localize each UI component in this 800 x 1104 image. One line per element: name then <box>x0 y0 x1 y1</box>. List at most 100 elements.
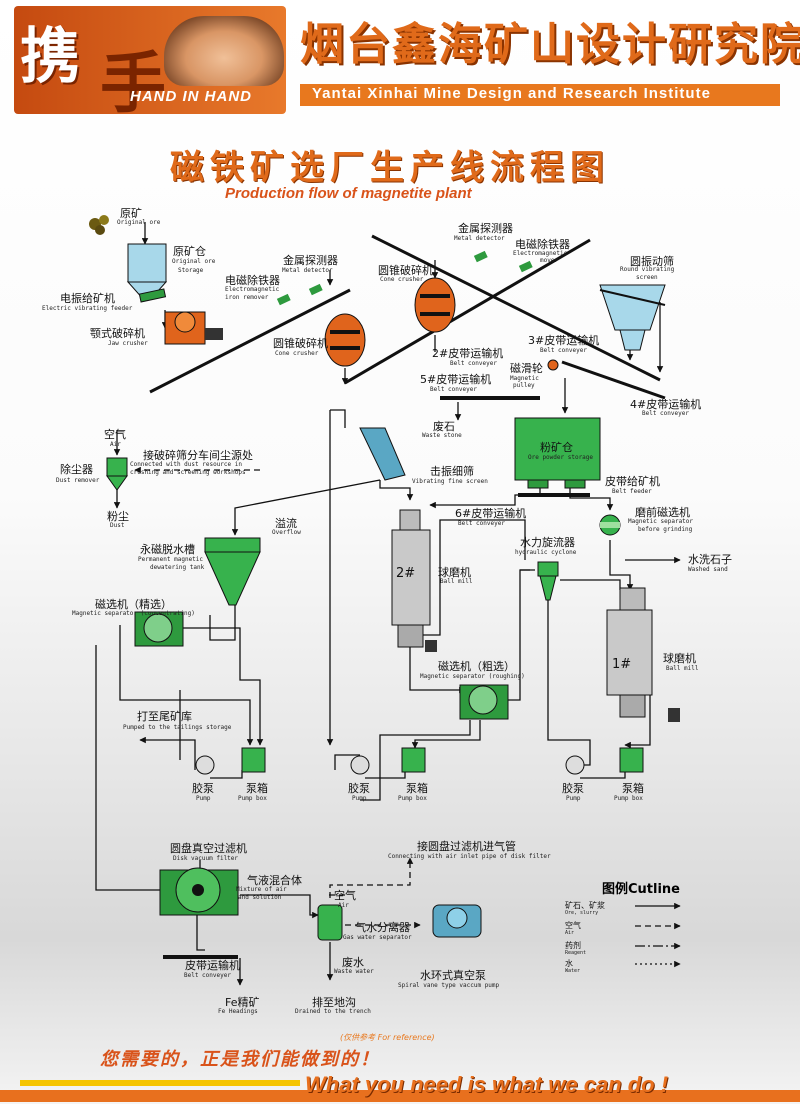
label-metal-det-1-en: Metal detector <box>282 267 333 274</box>
label-jaw: 颚式破碎机 <box>90 327 145 340</box>
label-air-inlet: 接圆盘过滤机进气管 <box>417 840 516 853</box>
label-dust-remover-en: Dust remover <box>56 477 100 484</box>
label-mill-1: 球磨机 <box>663 652 696 665</box>
label-pump-a-en: Pump <box>196 795 211 802</box>
label-cyclone: 水力旋流器 <box>520 536 575 549</box>
logo-char-2: 手 <box>100 44 166 122</box>
vacuum-pump <box>432 904 482 938</box>
label-belt-3: 3#皮带运输机 <box>528 334 600 347</box>
label-fe-conc-en: Fe Headings <box>218 1008 258 1015</box>
pre-grinding-separator <box>599 514 621 536</box>
label-mixture: 气液混合体 <box>247 874 302 887</box>
dewatering-tank <box>204 537 261 606</box>
label-belt-6: 6#皮带运输机 <box>455 507 527 520</box>
label-pumpbox-a-en: Pump box <box>238 795 267 802</box>
label-dust-conn-en2: crushing and screening workshops <box>130 469 246 476</box>
label-mill-1-en: Ball mill <box>666 665 699 672</box>
slogan-cn: 您需要的，正是我们能做到的！ <box>100 1049 380 1070</box>
label-waste-water-en: Waste water <box>334 968 374 975</box>
label-drain: 排至地沟 <box>312 996 356 1009</box>
handshake-image <box>164 16 284 86</box>
label-pumpbox-c-en: Pump box <box>614 795 643 802</box>
vibrating-feeder <box>138 288 167 303</box>
jaw-crusher <box>164 311 223 345</box>
label-disk-filter-en: Disk vacuum filter <box>173 855 239 862</box>
pump-box-a <box>241 747 266 773</box>
legend-item-ore: 矿石、矿浆 <box>565 901 605 910</box>
label-belt-2: 2#皮带运输机 <box>432 347 504 360</box>
ore-powder-bin <box>514 417 601 489</box>
label-jaw-en: Jaw crusher <box>108 340 148 347</box>
metal-detector-2 <box>473 250 488 263</box>
label-dust-en: Dust <box>110 522 125 529</box>
label-belt-3-en: Belt conveyer <box>540 347 587 354</box>
label-powder-bin: 粉矿仓 <box>540 441 573 454</box>
label-tailings-en: Pumped to the tailings storage <box>123 724 232 731</box>
label-metal-det-1: 金属探测器 <box>283 254 338 267</box>
label-belt-feeder: 皮带给矿机 <box>605 475 660 488</box>
magnetic-pulley <box>547 359 559 371</box>
label-mill-1-num: 1# <box>612 657 632 672</box>
label-cone-2-en: Cone crusher <box>380 276 424 283</box>
pump-box-b <box>401 747 426 773</box>
legend-item-air-en: Air <box>565 930 575 936</box>
logo-text: HAND IN HAND <box>130 88 252 105</box>
label-pulley-en1: Magnetic <box>510 375 539 382</box>
raw-ore-bin <box>126 243 168 301</box>
label-em-remover-2: 电磁除铁器 <box>515 238 570 251</box>
label-air-1-en: Air <box>110 441 121 448</box>
pump-c <box>565 755 585 775</box>
em-remover-1 <box>276 293 291 306</box>
legend-item-reagent-en: Reagent <box>565 950 587 956</box>
label-round-screen-en1: Round vibrating <box>620 266 675 273</box>
gas-water-separator <box>317 904 343 941</box>
vibrating-fine-screen <box>359 427 406 481</box>
label-vib-feeder-en: Electric vibrating feeder <box>42 305 133 312</box>
legend-title: 图例Cutline <box>602 882 680 897</box>
label-cyclone-en: hydraulic cyclone <box>515 549 577 556</box>
company-name-bar <box>300 84 780 106</box>
label-washed-sand-en: Washed sand <box>688 566 728 573</box>
company-name-en: Yantai Xinhai Mine Design and Research I… <box>312 85 711 102</box>
page-title: 磁铁矿选厂生产线流程图 <box>170 148 610 188</box>
label-vib-feeder: 电振给矿机 <box>60 292 115 305</box>
label-fine-screen-en: Vibrating fine screen <box>412 478 488 485</box>
label-gw-sep-en: Gas water separator <box>343 934 412 941</box>
label-pump-c-en: Pump <box>566 795 581 802</box>
label-belt-final-en: Belt conveyer <box>184 972 231 979</box>
label-belt-4: 4#皮带运输机 <box>630 398 702 411</box>
label-drain-en: Drained to the trench <box>295 1008 371 1015</box>
label-dust-conn: 接破碎筛分车间尘源处 <box>143 449 253 462</box>
label-pump-b-en: Pump <box>352 795 367 802</box>
label-mag-conc: 磁选机（精选） <box>95 598 172 611</box>
label-waste-stone-en: Waste stone <box>422 432 462 439</box>
label-cone-1-en: Cone crusher <box>275 350 319 357</box>
label-raw-bin-en1: Original ore <box>172 258 216 265</box>
label-pumpbox-b-en: Pump box <box>398 795 427 802</box>
label-cone-2: 圆锥破碎机 <box>378 264 433 277</box>
hydraulic-cyclone <box>537 561 559 601</box>
label-pump-a: 胶泵 <box>192 782 214 795</box>
cone-crusher-1 <box>324 313 366 367</box>
label-belt-4-en: Belt conveyer <box>642 410 689 417</box>
raw-ore-pile <box>89 215 109 235</box>
label-belt-final: 皮带运输机 <box>185 959 240 972</box>
label-round-screen: 圆振动筛 <box>630 255 674 268</box>
label-pumpbox-b: 泵箱 <box>406 782 428 795</box>
round-vibrating-screen <box>599 284 666 351</box>
label-overflow-en: Overflow <box>272 529 301 536</box>
label-overflow: 溢流 <box>275 517 297 530</box>
pump-b <box>350 755 370 775</box>
label-dewater-tank-en2: dewatering tank <box>150 564 205 571</box>
label-dust: 粉尘 <box>107 510 129 523</box>
label-pump-c: 胶泵 <box>562 782 584 795</box>
label-cone-1: 圆锥破碎机 <box>273 337 328 350</box>
label-raw-bin: 原矿仓 <box>173 245 206 258</box>
label-mixture-en1: Mixture of air <box>236 886 287 893</box>
label-raw-ore-en: Original ore <box>117 219 161 226</box>
label-pump-b: 胶泵 <box>348 782 370 795</box>
label-air-inlet-en: Connecting with air inlet pipe of disk f… <box>388 853 551 860</box>
label-air-2: 空气 <box>334 889 356 902</box>
label-fine-screen: 击振细筛 <box>430 465 474 478</box>
